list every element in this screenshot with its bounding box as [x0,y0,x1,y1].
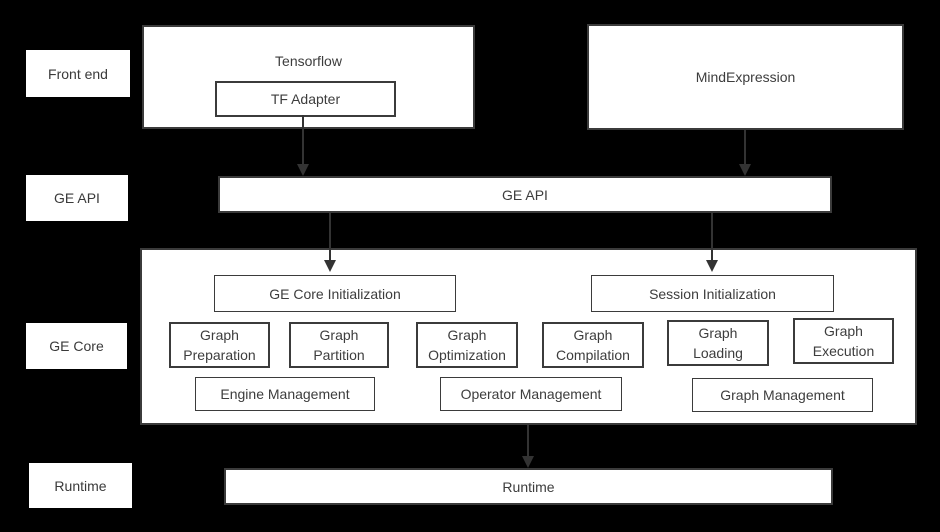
row-label-front-end: Front end [26,50,130,97]
tensorflow-label: Tensorflow [275,53,342,69]
graph-execution-box: Graph Execution [793,318,894,364]
row-label-ge-core: GE Core [26,323,127,369]
ge-core-box: GE Core Initialization Session Initializ… [140,248,917,425]
row-label-runtime: Runtime [29,463,132,508]
ge-api-bar: GE API [218,176,832,213]
graph-compilation-box: Graph Compilation [542,322,644,368]
runtime-bar: Runtime [224,468,833,505]
tensorflow-box: Tensorflow TF Adapter [142,25,475,129]
arrow-ge-api-to-ge-core-initialization [324,213,336,272]
graph-preparation-box: Graph Preparation [169,322,270,368]
graph-loading-box: Graph Loading [667,320,769,366]
session-initialization-box: Session Initialization [591,275,834,312]
mindexpression-box: MindExpression [587,24,904,130]
arrow-ge-api-to-session-initialization [706,213,718,272]
operator-management-box: Operator Management [440,377,622,411]
row-label-ge-api: GE API [26,175,128,221]
arrow-tf-adapter-to-ge-api [297,115,309,176]
graph-management-box: Graph Management [692,378,873,412]
ge-core-initialization-box: GE Core Initialization [214,275,456,312]
arrow-mindexpression-to-ge-api [739,130,751,176]
arrow-ge-core-to-runtime [522,425,534,468]
graph-partition-box: Graph Partition [289,322,389,368]
graph-optimization-box: Graph Optimization [416,322,518,368]
engine-management-box: Engine Management [195,377,375,411]
tf-adapter-box: TF Adapter [215,81,396,117]
